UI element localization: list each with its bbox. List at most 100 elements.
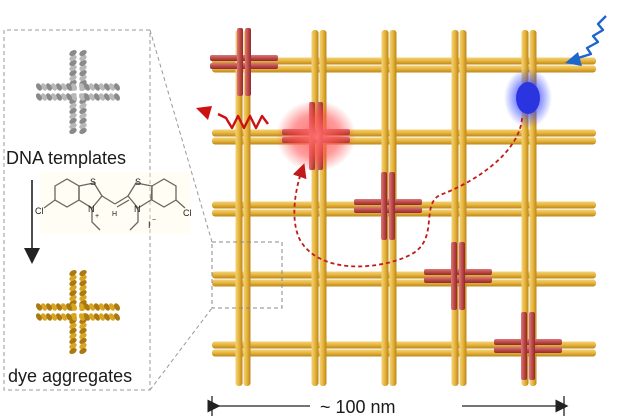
cl-right-label: Cl — [183, 208, 192, 218]
n-plus-label: + — [95, 213, 99, 220]
n-right-label: N — [134, 204, 141, 214]
helix-segment — [69, 294, 77, 302]
scale-label: ~ 100 nm — [320, 397, 396, 417]
helix-segment — [79, 274, 87, 282]
dye-cross-arm — [424, 277, 492, 283]
helix-segment — [45, 313, 53, 321]
helix-segment — [93, 83, 101, 91]
dye-aggregate-illustration — [35, 269, 121, 355]
lattice-rod-h — [212, 57, 596, 65]
red-emission-arrowhead — [196, 106, 212, 120]
lattice-rod-h — [212, 65, 596, 73]
helix-segment — [55, 313, 63, 321]
helix-segment — [69, 289, 77, 297]
helix-segment — [108, 93, 116, 101]
helix-segment — [79, 122, 87, 130]
lattice-rod-h — [212, 271, 596, 279]
helix-segment — [78, 313, 86, 321]
helix-segment — [55, 303, 63, 311]
helix-segment — [78, 303, 86, 311]
helix-segment — [79, 69, 87, 77]
dye-cross-arm — [424, 269, 492, 275]
helix-segment — [79, 59, 87, 67]
helix-segment — [69, 54, 77, 62]
dye-cross-arm — [451, 242, 457, 310]
dye-cross-arm — [494, 339, 562, 345]
helix-segment — [93, 313, 101, 321]
helix-segment — [79, 322, 87, 330]
helix-segment — [98, 83, 106, 91]
helix-segment — [79, 269, 87, 277]
helix-segment — [65, 313, 73, 321]
ethyl-left — [91, 208, 101, 231]
helix-segment — [83, 83, 91, 91]
helix-segment — [60, 83, 68, 91]
cl-bond-right — [175, 199, 186, 209]
dye-cross-arm — [245, 28, 251, 96]
cl-left-label: Cl — [35, 206, 44, 216]
helix-segment — [40, 83, 48, 91]
helix-segment — [69, 112, 77, 120]
helix-segment — [78, 93, 86, 101]
dye-cross-arm — [210, 63, 278, 69]
helix-segment — [79, 289, 87, 297]
helix-segment — [113, 83, 121, 91]
dye-aggregates-label: dye aggregates — [8, 366, 133, 386]
helix-segment — [69, 107, 77, 115]
scale-bar — [207, 396, 569, 416]
helix-segment — [69, 274, 77, 282]
cl-bond-left — [43, 199, 56, 209]
helix-segment — [70, 83, 78, 91]
helix-segment — [79, 112, 87, 120]
helix-segment — [69, 269, 77, 277]
dye-cross-arm — [210, 55, 278, 61]
helix-segment — [93, 93, 101, 101]
helix-segment — [103, 303, 111, 311]
zoom-line-top — [149, 29, 213, 243]
helix-segment — [79, 102, 87, 110]
dye-cross-arm — [354, 207, 422, 213]
helix-segment — [50, 303, 58, 311]
helix-segment — [40, 303, 48, 311]
helix-segment — [55, 93, 63, 101]
helix-segment — [69, 69, 77, 77]
helix-segment — [70, 303, 78, 311]
helix-segment — [79, 294, 87, 302]
helix-segment — [78, 83, 86, 91]
lattice-rod-v — [459, 30, 467, 386]
dye-cross-arm — [389, 172, 395, 240]
helix-segment — [88, 93, 96, 101]
helix-segment — [83, 313, 91, 321]
helix-segment — [98, 313, 106, 321]
helix-segment — [79, 347, 87, 355]
iodide-minus-label: − — [152, 217, 156, 224]
helix-segment — [69, 322, 77, 330]
helix-segment — [79, 127, 87, 135]
dye-cross-arm — [459, 242, 465, 310]
helix-segment — [69, 102, 77, 110]
s-left-label: S — [90, 177, 96, 187]
helix-segment — [69, 59, 77, 67]
helix-segment — [40, 313, 48, 321]
helix-segment — [45, 83, 53, 91]
helix-segment — [70, 93, 78, 101]
helix-segment — [113, 313, 121, 321]
dye-cross-arm — [521, 312, 527, 380]
helix-segment — [65, 83, 73, 91]
helix-segment — [45, 303, 53, 311]
helix-segment — [98, 93, 106, 101]
red-emission-arrow — [217, 112, 269, 130]
helix-segment — [103, 83, 111, 91]
helix-segment — [108, 83, 116, 91]
helix-segment — [69, 347, 77, 355]
helix-segment — [113, 93, 121, 101]
s-right-label: S — [135, 177, 141, 187]
helix-segment — [79, 279, 87, 287]
dye-cross-arm — [354, 199, 422, 205]
methine-bond-2 — [114, 195, 129, 205]
molecule-highlight — [40, 172, 190, 234]
lattice-rod-v — [451, 30, 459, 386]
helix-segment — [60, 313, 68, 321]
helix-segment — [88, 313, 96, 321]
helix-segment — [79, 337, 87, 345]
